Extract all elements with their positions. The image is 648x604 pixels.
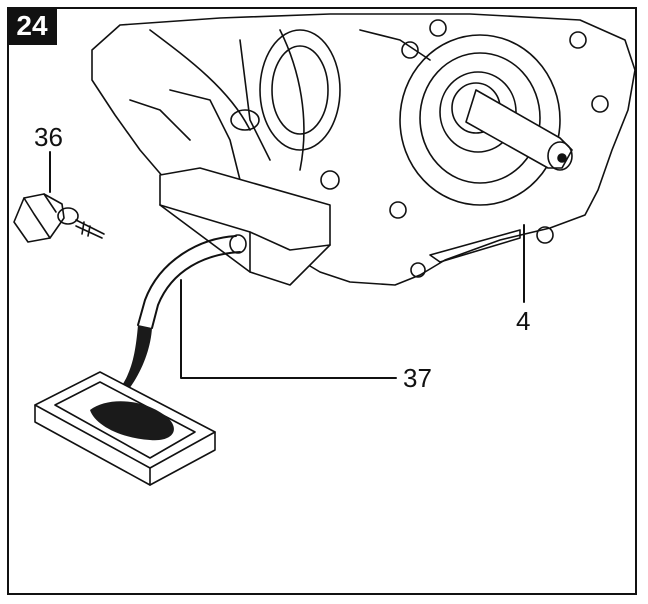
figure-number: 24 <box>7 7 57 45</box>
drain-pan-icon <box>34 371 216 486</box>
oil-cap-icon <box>13 193 105 243</box>
drain-hose <box>137 235 237 326</box>
callout-36: 36 <box>34 122 63 152</box>
callout-4: 4 <box>516 306 531 336</box>
leader-37 <box>180 279 397 379</box>
callout-37: 37 <box>403 363 432 393</box>
